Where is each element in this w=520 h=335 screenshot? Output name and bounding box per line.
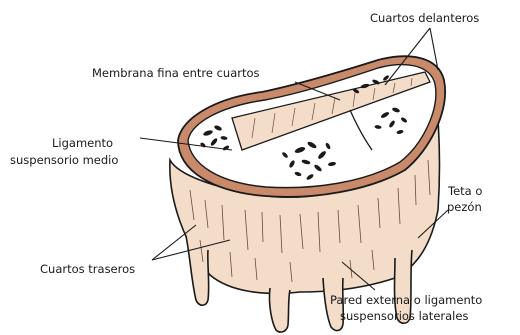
teat-rear-right <box>269 288 290 332</box>
label-thin-membrane: Membrana fina entre cuartos <box>92 66 260 80</box>
label-teat-line1: Teta o <box>447 184 482 198</box>
label-front-quarters: Cuartos delanteros <box>370 11 479 25</box>
label-median-ligament-line2: suspensorio medio <box>10 153 118 167</box>
label-teat-line2: pezón <box>447 200 482 214</box>
label-rear-quarters: Cuartos traseros <box>40 262 135 276</box>
label-outer-wall-line1: Pared externa o ligamento <box>330 293 482 307</box>
label-outer-wall-line2: suspensorios laterales <box>340 309 468 323</box>
label-median-ligament-line1: Ligamento <box>52 136 113 150</box>
